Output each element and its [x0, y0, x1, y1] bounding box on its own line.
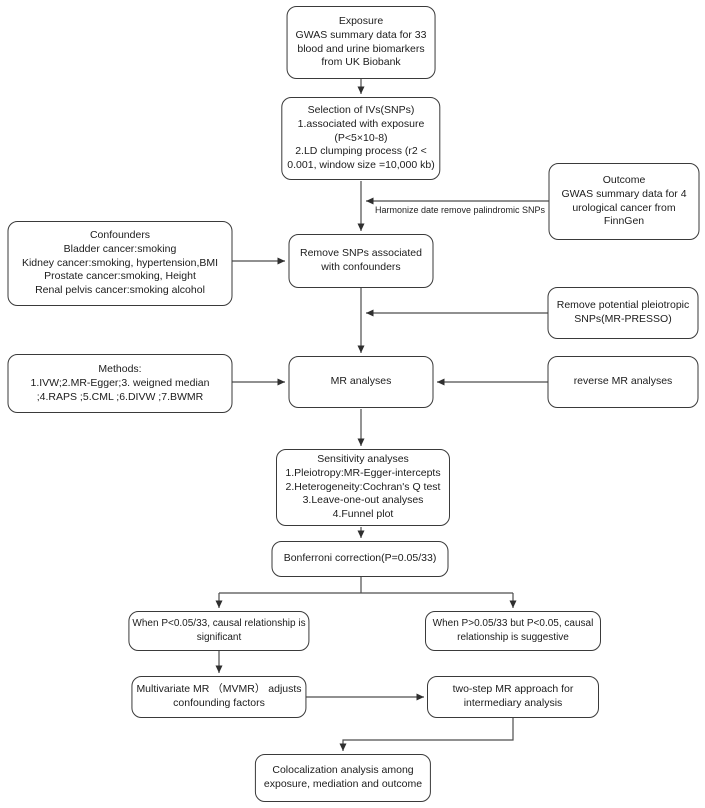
node-bonferroni: Bonferroni correction(P=0.05/33) — [271, 541, 449, 577]
node-iv-selection: Selection of IVs(SNPs) 1.associated with… — [281, 97, 441, 180]
node-mr-analyses: MR analyses — [288, 356, 434, 408]
node-methods: Methods: 1.IVW;2.MR-Egger;3. weigned med… — [7, 354, 233, 414]
node-reverse-mr: reverse MR analyses — [547, 356, 699, 408]
edge-label-harmonize: Harmonize date remove palindromic SNPs — [375, 205, 546, 215]
edge-lines — [215, 79, 549, 751]
node-two-step-mr: two-step MR approach for intermediary an… — [427, 676, 599, 718]
node-outcome: Outcome GWAS summary data for 4 urologic… — [548, 163, 700, 241]
node-mvmr: Multivariate MR （MVMR） adjusts confoundi… — [131, 676, 307, 718]
node-sensitivity: Sensitivity analyses 1.Pleiotropy:MR-Egg… — [276, 449, 450, 526]
node-confounders: Confounders Bladder cancer:smoking Kidne… — [7, 221, 233, 306]
node-colocalization: Colocalization analysis among exposure, … — [254, 754, 432, 802]
node-mr-presso: Remove potential pleiotropic SNPs(MR-PRE… — [547, 287, 699, 339]
node-significant-branch: When P<0.05/33, causal relationship is s… — [128, 611, 310, 651]
node-exposure: Exposure GWAS summary data for 33 blood … — [286, 6, 436, 80]
node-suggestive-branch: When P>0.05/33 but P<0.05, causal relati… — [425, 611, 601, 651]
node-remove-snps: Remove SNPs associated with confounders — [288, 234, 434, 288]
